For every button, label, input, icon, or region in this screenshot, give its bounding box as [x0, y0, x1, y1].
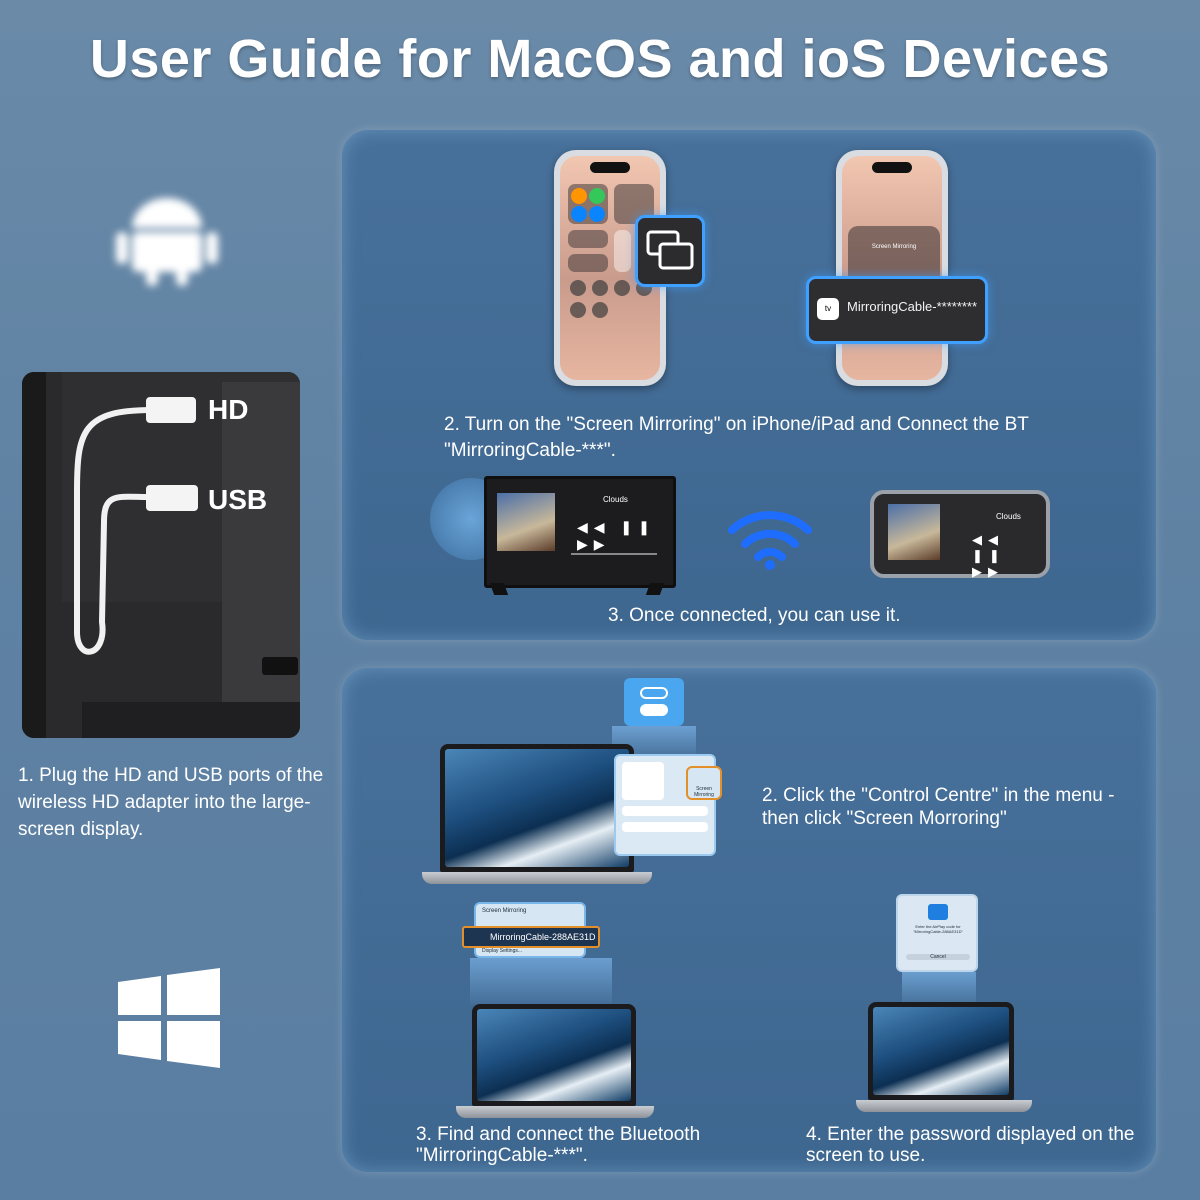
iphone-screen-mirroring: Screen Mirroring	[836, 150, 948, 386]
mirroring-device-callout[interactable]: tv MirroringCable-********	[806, 276, 988, 344]
airplay-cancel-button[interactable]: Cancel	[906, 954, 970, 960]
phone2-popup-title: Screen Mirroring	[871, 244, 917, 250]
airplay-code-popup: Enter the AirPlay code for "MirroringCab…	[896, 894, 978, 972]
cc-tile-label: Screen Mirroring	[694, 786, 714, 798]
tv-media-title: Clouds	[603, 495, 628, 504]
hd-plug	[146, 397, 196, 423]
windows-icon	[118, 968, 220, 1068]
screen-mirroring-callout	[635, 215, 705, 287]
page-title: User Guide for MacOS and ioS Devices	[89, 29, 1111, 89]
mirroring-device-name: MirroringCable-********	[847, 299, 978, 314]
monitor-back-photo: HD USB	[22, 372, 300, 738]
ios-step2: 2. Turn on the "Screen Mirroring" on iPh…	[444, 414, 1029, 461]
macbook-1	[440, 744, 634, 872]
screen-mirroring-icon	[646, 230, 694, 270]
wifi-icon	[728, 508, 812, 570]
mac-panel: Screen Mirroring 2. Click the "Control C…	[342, 668, 1156, 1172]
usb-label: USB	[208, 484, 268, 515]
ios-step3: 3. Once connected, you can use it.	[608, 605, 901, 626]
phone-media-title: Clouds	[996, 512, 1021, 521]
usb-plug	[146, 485, 198, 511]
appletv-icon: tv	[817, 298, 839, 320]
airplay-icon	[928, 904, 948, 920]
phone-landscape: Clouds ◀◀ ❚❚ ▶▶	[870, 490, 1050, 579]
macbook-2	[472, 1004, 636, 1106]
sm-popup-title: Screen Mirroring	[482, 908, 527, 914]
mac-step4: 4. Enter the password displayed on the s…	[806, 1124, 1135, 1166]
sm-popup-footer: Display Settings...	[482, 948, 523, 954]
android-icon	[112, 180, 222, 290]
toggle-icon	[624, 678, 684, 726]
screen-mirroring-tile[interactable]: Screen Mirroring	[686, 766, 722, 800]
macbook-3	[868, 1002, 1014, 1100]
tv-display: Clouds ◀◀ ❚❚ ▶▶	[484, 476, 676, 588]
mirroring-device-row[interactable]: MirroringCable-288AE31D	[462, 926, 600, 948]
phone-playback-controls: ◀◀ ❚❚ ▶▶	[972, 532, 1006, 579]
hd-label: HD	[208, 394, 249, 425]
mac-step2: 2. Click the "Control Centre" in the men…	[762, 785, 1115, 829]
airplay-prompt: Enter the AirPlay code for "MirroringCab…	[913, 924, 963, 934]
ios-panel: Screen Mirroring tv MirroringCable-*****…	[342, 130, 1156, 640]
tv-playback-controls: ◀◀ ❚❚ ▶▶	[577, 519, 656, 552]
left-step1: 1. Plug the HD and USB ports of the wire…	[18, 765, 324, 840]
sm-popup-device: MirroringCable-288AE31D	[490, 932, 596, 942]
mac-step3: 3. Find and connect the Bluetooth "Mirro…	[416, 1124, 701, 1166]
